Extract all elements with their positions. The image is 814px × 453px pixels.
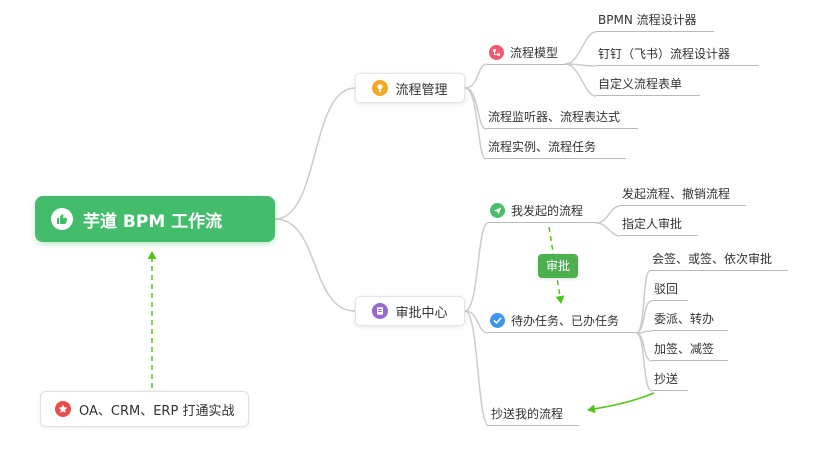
instance-task-label: 流程实例、流程任务	[488, 139, 597, 154]
bpmn-designer-label: BPMN 流程设计器	[598, 12, 697, 27]
thumbs-up-icon	[51, 208, 73, 230]
delegate-transfer-label: 委派、转办	[654, 311, 715, 326]
note-label: OA、CRM、ERP 打通实战	[79, 403, 235, 419]
node-countersign[interactable]: 会签、或签、依次审批	[650, 250, 788, 271]
cc-label: 抄送	[654, 371, 679, 386]
approval-badge-label: 审批	[546, 259, 571, 273]
node-approval-center[interactable]: 审批中心	[355, 296, 465, 326]
flow-model-icon	[489, 44, 504, 60]
reject-label: 驳回	[654, 281, 679, 296]
node-my-initiated[interactable]: 我发起的流程	[488, 202, 596, 223]
process-model-label: 流程模型	[510, 45, 559, 60]
todo-done-label: 待办任务、已办任务	[511, 313, 620, 328]
custom-form-label: 自定义流程表单	[598, 76, 683, 91]
note-node[interactable]: OA、CRM、ERP 打通实战	[40, 391, 250, 427]
star-icon	[55, 401, 71, 417]
check-task-icon	[490, 312, 505, 328]
approval-center-icon	[372, 303, 389, 319]
add-remove-sign-label: 加签、减签	[654, 341, 715, 356]
approval-center-label: 审批中心	[395, 305, 448, 321]
node-custom-form[interactable]: 自定义流程表单	[596, 75, 700, 96]
listener-expression-label: 流程监听器、流程表达式	[488, 109, 621, 124]
node-listener-expression[interactable]: 流程监听器、流程表达式	[486, 108, 638, 129]
node-initiate-cancel[interactable]: 发起流程、撤销流程	[620, 185, 746, 206]
node-add-remove-sign[interactable]: 加签、减签	[652, 340, 728, 361]
assigned-approval-label: 指定人审批	[622, 216, 683, 231]
node-cc[interactable]: 抄送	[652, 370, 688, 391]
root-node[interactable]: 芋道 BPM 工作流	[35, 196, 275, 242]
node-dingtalk-designer[interactable]: 钉钉（飞书）流程设计器	[596, 45, 758, 66]
process-management-label: 流程管理	[395, 82, 448, 98]
my-initiated-label: 我发起的流程	[511, 203, 584, 218]
node-delegate-transfer[interactable]: 委派、转办	[652, 310, 728, 331]
dingtalk-designer-label: 钉钉（飞书）流程设计器	[598, 46, 731, 61]
node-cc-my-process[interactable]: 抄送我的流程	[489, 405, 579, 426]
node-process-model[interactable]: 流程模型	[487, 44, 565, 65]
bulb-icon	[372, 80, 389, 96]
node-bpmn-designer[interactable]: BPMN 流程设计器	[596, 11, 714, 32]
paper-plane-icon	[490, 202, 505, 218]
cc-my-process-label: 抄送我的流程	[491, 406, 564, 421]
node-instance-task[interactable]: 流程实例、流程任务	[486, 138, 626, 159]
node-process-management[interactable]: 流程管理	[355, 73, 465, 103]
node-reject[interactable]: 驳回	[652, 280, 688, 301]
branch-connectors	[274, 31, 653, 427]
root-label: 芋道 BPM 工作流	[83, 211, 223, 232]
cc-to-ccprocess-arrow	[587, 392, 655, 414]
node-assigned-approval[interactable]: 指定人审批	[620, 215, 698, 236]
node-todo-done[interactable]: 待办任务、已办任务	[488, 312, 636, 333]
approval-badge[interactable]: 审批	[538, 254, 579, 278]
initiate-cancel-label: 发起流程、撤销流程	[622, 186, 731, 201]
countersign-label: 会签、或签、依次审批	[652, 251, 773, 266]
